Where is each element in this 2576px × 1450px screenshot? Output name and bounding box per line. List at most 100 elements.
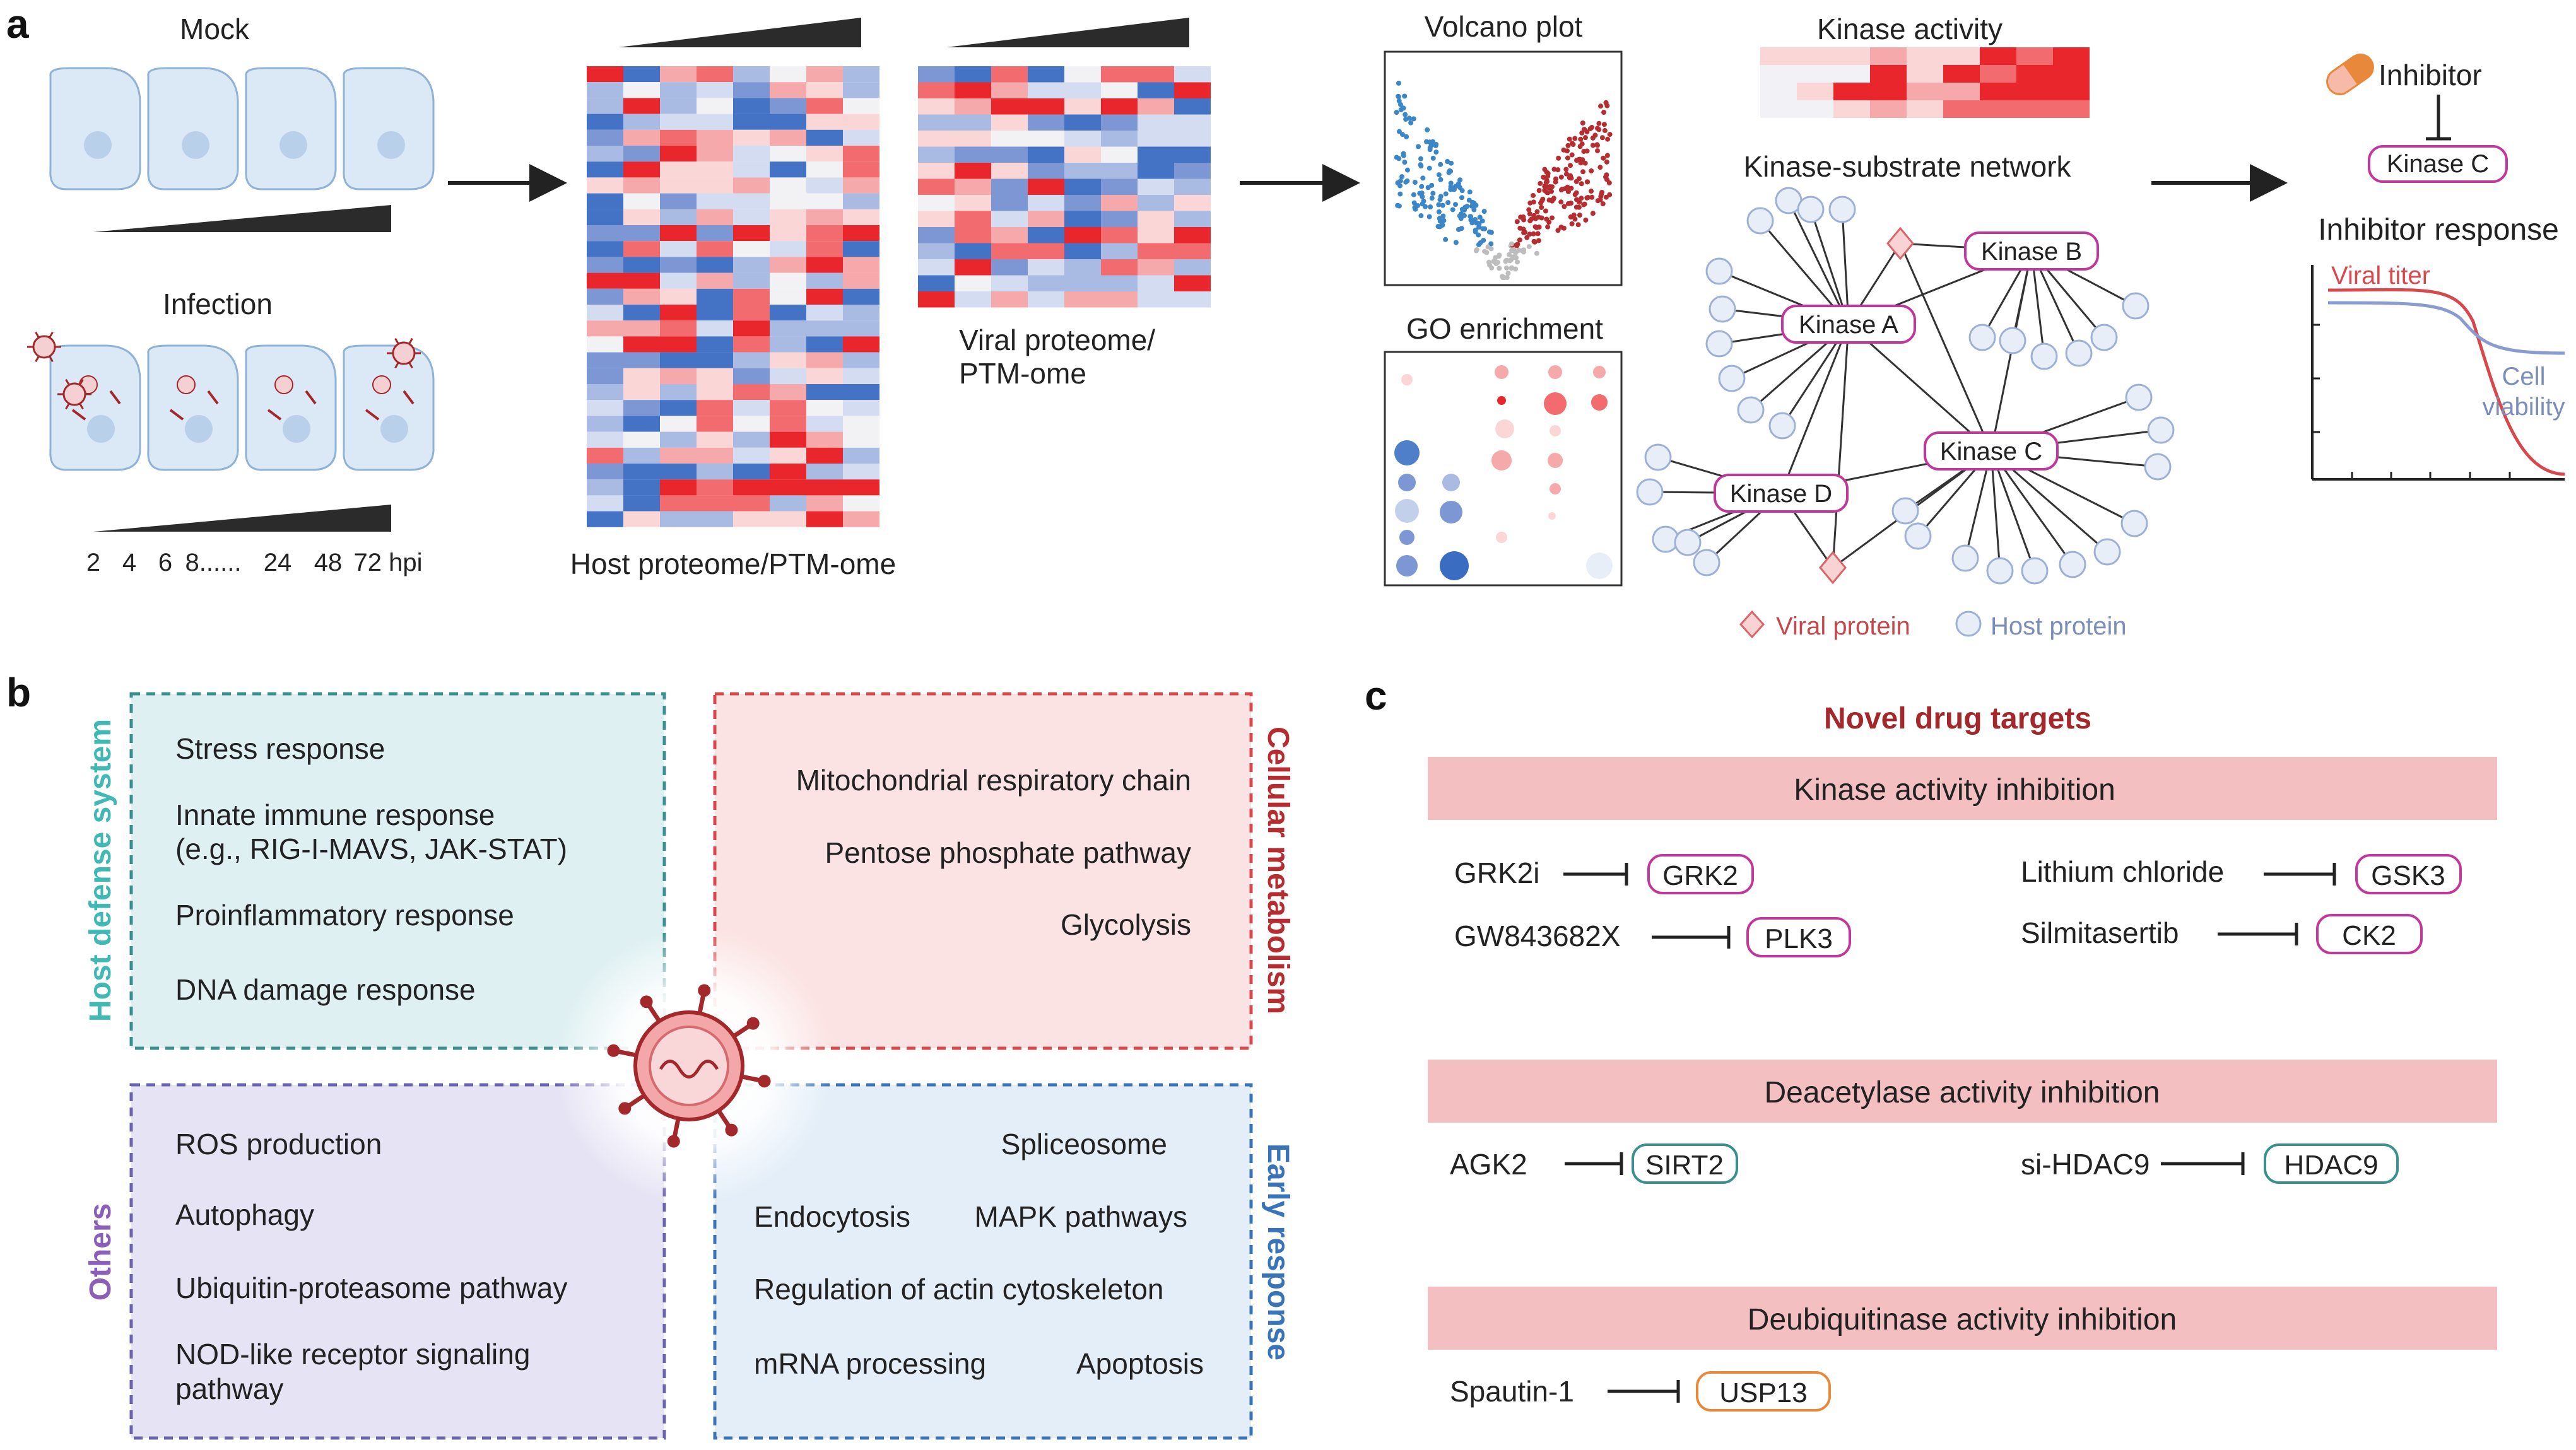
host-item-5: DNA damage response — [175, 973, 476, 1006]
kinase-activity-cell — [2053, 100, 2090, 118]
kinase-activity-cell — [1907, 83, 1943, 100]
heatmap-cell — [1028, 195, 1064, 211]
heatmap-cell — [733, 305, 770, 321]
cell-nucleus — [377, 131, 405, 159]
volcano-point — [1514, 219, 1520, 225]
volcano-point — [1425, 127, 1430, 132]
heatmap-cell — [918, 163, 955, 179]
legend-host-label: Host protein — [1991, 612, 2127, 640]
volcano-point — [1497, 252, 1502, 258]
host-proteome-label: Host proteome/PTM-ome — [570, 547, 896, 580]
heatmap-cell — [660, 368, 697, 384]
viral-particle — [274, 375, 293, 394]
volcano-point — [1584, 179, 1590, 185]
kinase-c-target-label: Kinase C — [2387, 150, 2489, 178]
volcano-point — [1416, 144, 1421, 149]
heatmap-cell — [918, 291, 955, 308]
volcano-point — [1449, 160, 1454, 166]
heatmap-cell — [1028, 178, 1064, 195]
heatmap-cell — [733, 193, 770, 209]
heatmap-cell — [697, 129, 733, 146]
heatmap-cell — [733, 464, 770, 480]
volcano-point — [1486, 229, 1492, 235]
heatmap-cell — [1174, 227, 1211, 243]
viral-rna — [71, 409, 86, 421]
heatmap-cell — [733, 272, 770, 289]
volcano-point — [1513, 250, 1519, 255]
kinase-activity-cell — [1760, 47, 1797, 65]
cell-membrane — [147, 67, 239, 190]
go-bubble — [1401, 374, 1413, 385]
heatmap-cell — [697, 336, 733, 353]
heatmap-cell — [843, 241, 879, 257]
volcano-point — [1587, 126, 1593, 132]
volcano-point — [1538, 180, 1543, 186]
heatmap-cell — [1174, 243, 1211, 259]
host-item-1: Stress response — [175, 732, 385, 765]
go-bubble — [1394, 440, 1420, 465]
heatmap-cell — [660, 114, 697, 130]
virus-spike-tip — [618, 1102, 632, 1115]
heatmap-cell — [955, 227, 991, 243]
target-ck2-box — [2316, 914, 2423, 954]
heatmap-cell — [587, 257, 623, 273]
heatmap-cell — [770, 272, 806, 289]
volcano-point — [1408, 120, 1414, 126]
volcano-point — [1401, 153, 1406, 158]
heatmap-cell — [918, 98, 955, 115]
kinase-activity-cell — [1797, 100, 1833, 118]
volcano-point — [1517, 237, 1522, 243]
heatmap-cell — [1101, 66, 1138, 83]
volcano-point — [1541, 174, 1546, 180]
heatmap-cell — [697, 320, 733, 337]
go-bubble — [1550, 425, 1561, 436]
volcano-point — [1577, 199, 1582, 205]
drug-agk2: AGK2 — [1450, 1148, 1527, 1181]
volcano-point — [1602, 127, 1608, 133]
heatmap-cell — [1028, 98, 1064, 115]
volcano-point — [1545, 190, 1551, 196]
heatmap-cell — [1174, 178, 1211, 195]
virus-spike — [35, 331, 40, 339]
drug-gw843682x: GW843682X — [1454, 920, 1620, 952]
heatmap-cell — [843, 511, 879, 527]
heatmap-cell — [991, 98, 1028, 115]
heatmap-cell — [660, 511, 697, 527]
heatmap-cell — [806, 431, 843, 448]
volcano-point — [1604, 159, 1609, 165]
volcano-point — [1485, 244, 1491, 250]
volcano-point — [1500, 275, 1505, 280]
kinase-activity-title: Kinase activity — [1817, 13, 2003, 45]
volcano-point — [1438, 161, 1444, 167]
heatmap-cell — [733, 177, 770, 194]
others-item-3: Ubiquitin-proteasome pathway — [175, 1272, 567, 1304]
heatmap-cell — [806, 416, 843, 432]
volcano-point — [1606, 180, 1612, 185]
kinase-activity-cell — [1797, 65, 1833, 83]
heatmap-cell — [1028, 259, 1064, 276]
volcano-point — [1563, 167, 1569, 172]
heatmap-cell — [843, 177, 879, 194]
volcano-point — [1577, 213, 1582, 218]
heatmap-cell — [660, 177, 697, 194]
early-item-1: Spliceosome — [1001, 1128, 1167, 1161]
heatmap-cell — [1138, 243, 1174, 259]
volcano-point — [1505, 271, 1511, 276]
heatmap-cell — [1101, 114, 1138, 131]
host-protein-node — [1986, 557, 2014, 585]
heatmap-cell — [770, 352, 806, 368]
volcano-point — [1543, 180, 1549, 185]
heatmap-cell — [1028, 243, 1064, 259]
heatmap-cell — [587, 225, 623, 242]
volcano-point — [1534, 225, 1539, 230]
heatmap-cell — [1174, 98, 1211, 115]
kinase-activity-cell — [1833, 47, 1870, 65]
heatmap-cell — [806, 464, 843, 480]
volcano-point — [1514, 255, 1519, 260]
heatmap-cell — [1064, 66, 1101, 83]
timepoint-label: 2 — [86, 549, 100, 576]
virus-spike-tip — [698, 984, 711, 997]
heatmap-cell — [806, 447, 843, 464]
heatmap-cell — [623, 447, 660, 464]
heatmap-cell — [697, 400, 733, 416]
